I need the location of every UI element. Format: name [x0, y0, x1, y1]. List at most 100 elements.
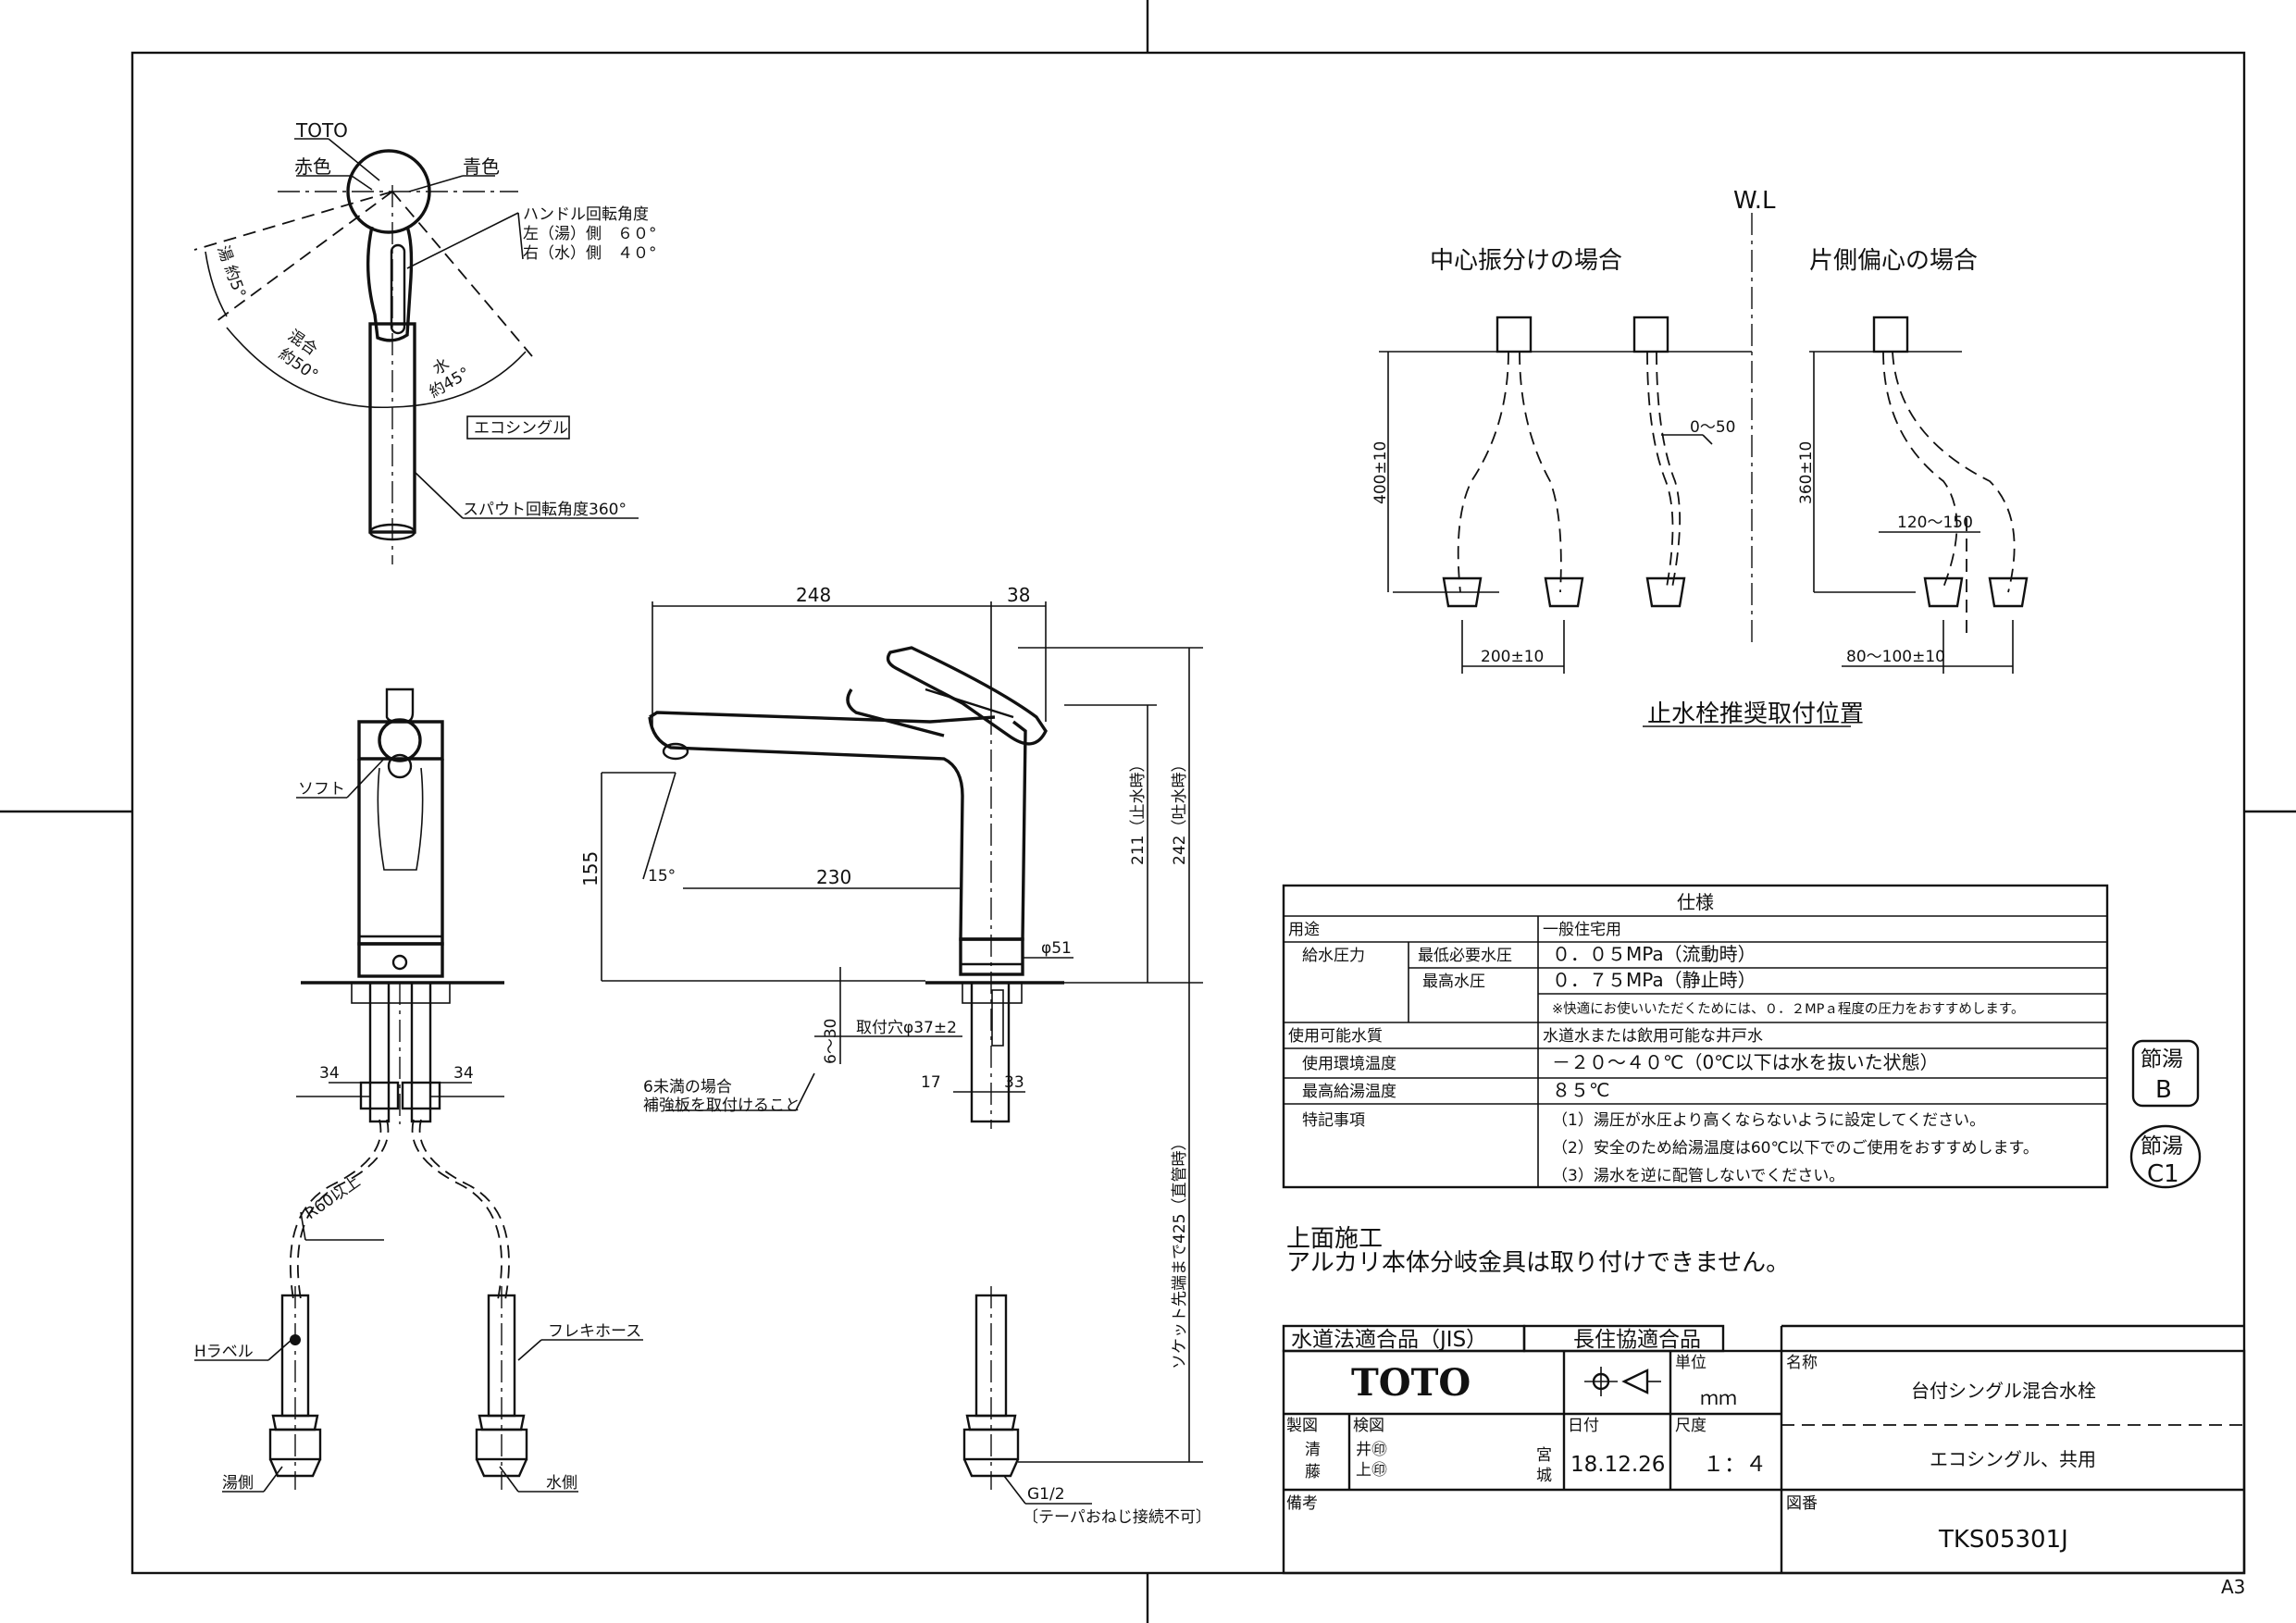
dim-155: 155: [579, 851, 602, 886]
dim-15-degree: 15°: [648, 867, 676, 886]
product-subname: エコシングル、共用: [1930, 1448, 2096, 1470]
checked-by-4: 城: [1536, 1467, 1552, 1485]
spec-sublabel: 最高水圧: [1422, 973, 1485, 991]
dim-211: 211（止水時）: [1129, 757, 1148, 865]
spec-table: [1282, 884, 2109, 1189]
drawn-by-2: 藤: [1305, 1463, 1321, 1481]
badge-b-top: 節湯: [2141, 1047, 2183, 1072]
dim-400: 400±10: [1371, 441, 1390, 504]
dim-33: 33: [1004, 1073, 1024, 1092]
name-label: 名称: [1786, 1354, 1818, 1372]
handle-angle-title: ハンドル回転角度: [523, 205, 649, 224]
spec-value: （2）安全のため給湯温度は60℃以下でのご使用をおすすめします。: [1552, 1138, 2039, 1158]
checked-by-1: 井㊞: [1356, 1441, 1387, 1459]
spec-label: 給水圧力: [1302, 947, 1365, 965]
h-label: Hラベル: [194, 1343, 254, 1361]
reinforcement-note-1: 6未満の場合: [643, 1078, 732, 1096]
dim-80-100: 80～100±10: [1846, 648, 1945, 666]
checked-by-3: 宮: [1536, 1446, 1552, 1465]
spec-label: 使用環境温度: [1302, 1054, 1396, 1073]
handle-angle-left: 左（湯）側 ６０°: [523, 225, 657, 243]
dim-230: 230: [816, 866, 851, 888]
eco-label: エコシングル: [474, 419, 568, 438]
drawing-number: TKS05301J: [1938, 1526, 2068, 1554]
center-distribution-title: 中心振分けの場合: [1430, 247, 1622, 275]
scale-value: １：４: [1703, 1453, 1767, 1477]
hot-angle-label: 湯 約5°: [213, 243, 249, 301]
spec-value: 水道水または飲用可能な井戸水: [1543, 1027, 1763, 1046]
date-label: 日付: [1568, 1417, 1599, 1435]
spec-label: 使用可能水質: [1288, 1026, 1383, 1046]
drawing-number-label: 図番: [1786, 1494, 1818, 1513]
spout-rotation-label: スパウト回転角度360°: [463, 501, 627, 519]
install-diagram: [1379, 213, 2029, 727]
water-line-label: W.L: [1733, 187, 1776, 215]
badge-c1-top: 節湯: [2141, 1134, 2183, 1158]
radius-label: R60以上: [302, 1172, 364, 1223]
spec-title: 仕様: [1677, 891, 1714, 913]
toto-logo: TOTO: [1351, 1361, 1471, 1405]
dim-phi-51: φ51: [1041, 939, 1072, 958]
flexi-hose-label: フレキホース: [548, 1322, 641, 1341]
drawn-label: 製図: [1286, 1417, 1318, 1435]
scale-label: 尺度: [1675, 1417, 1706, 1435]
blue-label: 青色: [463, 155, 500, 178]
soft-label: ソフト: [298, 780, 345, 799]
water-side-label: 水側: [546, 1474, 577, 1493]
red-label: 赤色: [294, 155, 331, 178]
one-side-offset-title: 片側偏心の場合: [1809, 247, 1978, 275]
dim-200: 200±10: [1481, 648, 1544, 666]
taper-note: 〔テーパおねじ接続不可〕: [1023, 1508, 1211, 1527]
hot-side-label: 湯側: [222, 1474, 254, 1493]
badge-b-bottom: B: [2155, 1076, 2172, 1104]
note-top-mount: 上面施工: [1286, 1225, 1383, 1253]
title-block: [1282, 1324, 2246, 1575]
spec-label: 用途: [1288, 921, 1320, 939]
spec-value: －２０～４０℃（0℃以下は水を抜いた状態）: [1552, 1051, 1939, 1073]
jis-label: 水道法適合品（JIS）: [1291, 1328, 1487, 1352]
badge-c1: [2129, 1124, 2202, 1189]
g12-label: G1/2: [1027, 1485, 1065, 1504]
check-label: 検図: [1353, 1417, 1384, 1435]
top-view: [193, 138, 639, 564]
drawn-by-1: 清: [1305, 1441, 1321, 1459]
dim-17: 17: [921, 1073, 941, 1092]
chojuu-label: 長住協適合品: [1573, 1328, 1701, 1352]
top-brand-label: TOTO: [295, 119, 348, 142]
spec-value: ※快適にお使いいただくためには、０．２MPａ程度の圧力をおすすめします。: [1552, 1000, 2024, 1017]
socket-length-label: ソケット先端まで425（直管時）: [1171, 1135, 1189, 1369]
sheet-size: A3: [2221, 1576, 2245, 1598]
install-caption: 止水栓推奨取付位置: [1647, 700, 1864, 728]
eco-label-box: [466, 415, 570, 440]
front-dim-right: 34: [453, 1064, 474, 1083]
spec-value: （1）湯圧が水圧より高くならないように設定してください。: [1552, 1111, 1985, 1130]
spec-value: ８５℃: [1552, 1079, 1609, 1101]
mounting-hole-label: 取付穴φ37±2: [856, 1019, 957, 1037]
date-value: 18.12.26: [1570, 1453, 1665, 1477]
handle-angle-right: 右（水）側 ４０°: [523, 244, 657, 263]
spec-sublabel: 最低必要水圧: [1418, 947, 1512, 965]
unit-value: ｍｍ: [1700, 1387, 1737, 1409]
unit-label: 単位: [1675, 1354, 1706, 1372]
spec-value: ０．７５MPa（静止時）: [1552, 969, 1756, 991]
checked-by-2: 上㊞: [1356, 1461, 1387, 1480]
spec-label: 最高給湯温度: [1302, 1083, 1396, 1101]
spec-value: ０．０５MPa（流動時）: [1552, 943, 1756, 965]
dim-360: 360±10: [1797, 441, 1816, 504]
badge-c1-bottom: C1: [2147, 1160, 2179, 1188]
dim-38: 38: [1007, 584, 1030, 606]
front-view: [194, 688, 643, 1493]
front-dim-left: 34: [319, 1064, 340, 1083]
spec-label: 特記事項: [1302, 1111, 1365, 1130]
remarks-label: 備考: [1286, 1494, 1318, 1513]
badge-b: [2131, 1039, 2200, 1108]
spec-value: （3）湯水を逆に配管しないでください。: [1552, 1167, 1844, 1185]
product-name: 台付シングル混合水栓: [1911, 1380, 2096, 1402]
dim-120-150: 120～150: [1897, 514, 1973, 532]
spec-value: 一般住宅用: [1543, 921, 1621, 939]
side-view: [601, 601, 1203, 1505]
dim-6-30: 6～30: [822, 1019, 840, 1064]
reinforcement-note-2: 補強板を取付けること: [643, 1096, 800, 1115]
